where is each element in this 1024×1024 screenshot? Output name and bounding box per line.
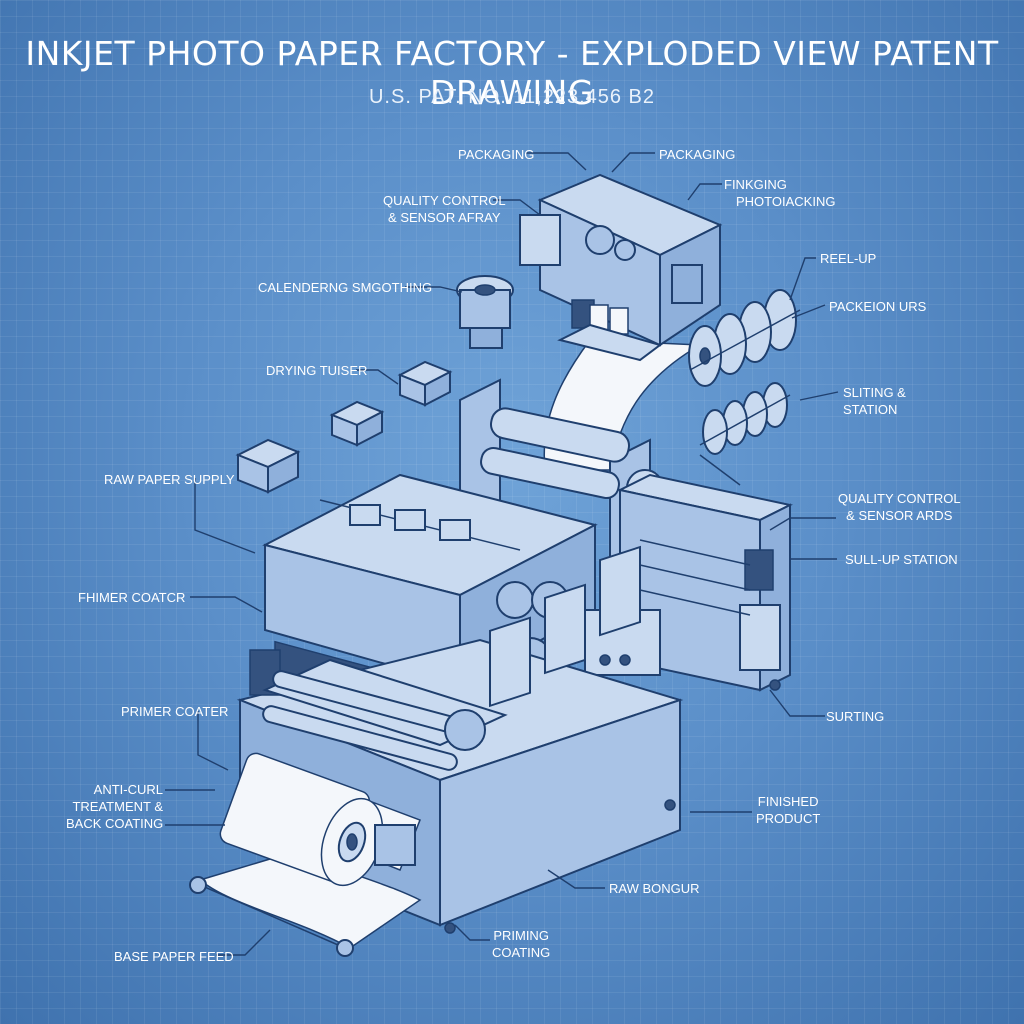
calendering-module — [456, 275, 514, 349]
drawing-title: INKJET PHOTO PAPER FACTORY - EXPLODED VI… — [25, 34, 999, 112]
label-qc-top-line2: & SENSOR AFRAY — [388, 210, 501, 225]
label-priming-coating: PRIMING COATING — [492, 927, 550, 961]
label-finished-line2: PRODUCT — [756, 811, 821, 826]
packaging-unit — [519, 173, 723, 362]
label-qc-right-line2: & SENSOR ARDS — [846, 508, 953, 523]
drying-modules — [235, 360, 453, 494]
label-slitting-line1: SLITING & — [843, 385, 906, 400]
label-finished-product: FINISHED PRODUCT — [756, 793, 820, 827]
label-anticurl-line1: ANTI-CURL — [93, 782, 163, 797]
reel-up-discs — [688, 289, 801, 387]
label-calendering: CALENDERNG SMGOTHING — [258, 280, 433, 295]
label-slitting-station: SLITING & STATION — [843, 384, 906, 418]
label-anti-curl: ANTI-CURL TREATMENT & BACK COATING — [66, 781, 163, 832]
label-raw-paper-supply: RAW PAPER SUPPLY — [104, 472, 235, 487]
patent-number: U.S. PAT. NO. 11,223.456 B2 — [368, 86, 656, 108]
label-finishing-line1: FINKGING — [724, 177, 787, 192]
label-anticurl-line3: BACK COATING — [66, 816, 164, 831]
label-base-paper-feed: BASE PAPER FEED — [114, 949, 234, 964]
label-priming-line1: PRIMING — [493, 928, 549, 943]
label-finished-line1: FINISHED — [757, 794, 819, 809]
label-surting: SURTING — [826, 709, 885, 724]
label-reel-up: REEL-UP — [820, 251, 877, 266]
label-primer-coater: PRIMER COATER — [121, 704, 229, 719]
base-paper-roll — [189, 752, 422, 957]
label-quality-control-top: QUALITY CONTROL & SENSOR AFRAY — [383, 192, 506, 226]
label-packaging-left: PACKAGING — [458, 147, 535, 162]
slitting-discs — [699, 382, 791, 486]
label-raw-bongur: RAW BONGUR — [609, 881, 700, 896]
label-qc-right-line1: QUALITY CONTROL — [838, 491, 961, 506]
label-quality-control-right: QUALITY CONTROL & SENSOR ARDS — [838, 490, 961, 524]
label-slitting-line2: STATION — [843, 402, 898, 417]
label-qc-top-line1: QUALITY CONTROL — [383, 193, 506, 208]
label-packaging-right: PACKAGING — [659, 147, 736, 162]
label-finishing: FINKGING PHOTOIACKING — [724, 176, 835, 210]
right-side-machine — [617, 473, 793, 692]
label-drying-tuiser: DRYING TUISER — [266, 363, 368, 378]
label-packeion-urs: PACKEION URS — [829, 299, 927, 314]
lower-roller-deck — [262, 658, 508, 771]
label-priming-line2: COATING — [492, 945, 551, 960]
leader-lines — [165, 152, 839, 956]
label-sull-up-station: SULL-UP STATION — [845, 552, 958, 567]
label-anticurl-line2: TREATMENT & — [72, 799, 163, 814]
label-finishing-line2: PHOTOIACKING — [736, 194, 836, 209]
label-fhimer-coatcr: FHIMER COATCR — [78, 590, 186, 605]
